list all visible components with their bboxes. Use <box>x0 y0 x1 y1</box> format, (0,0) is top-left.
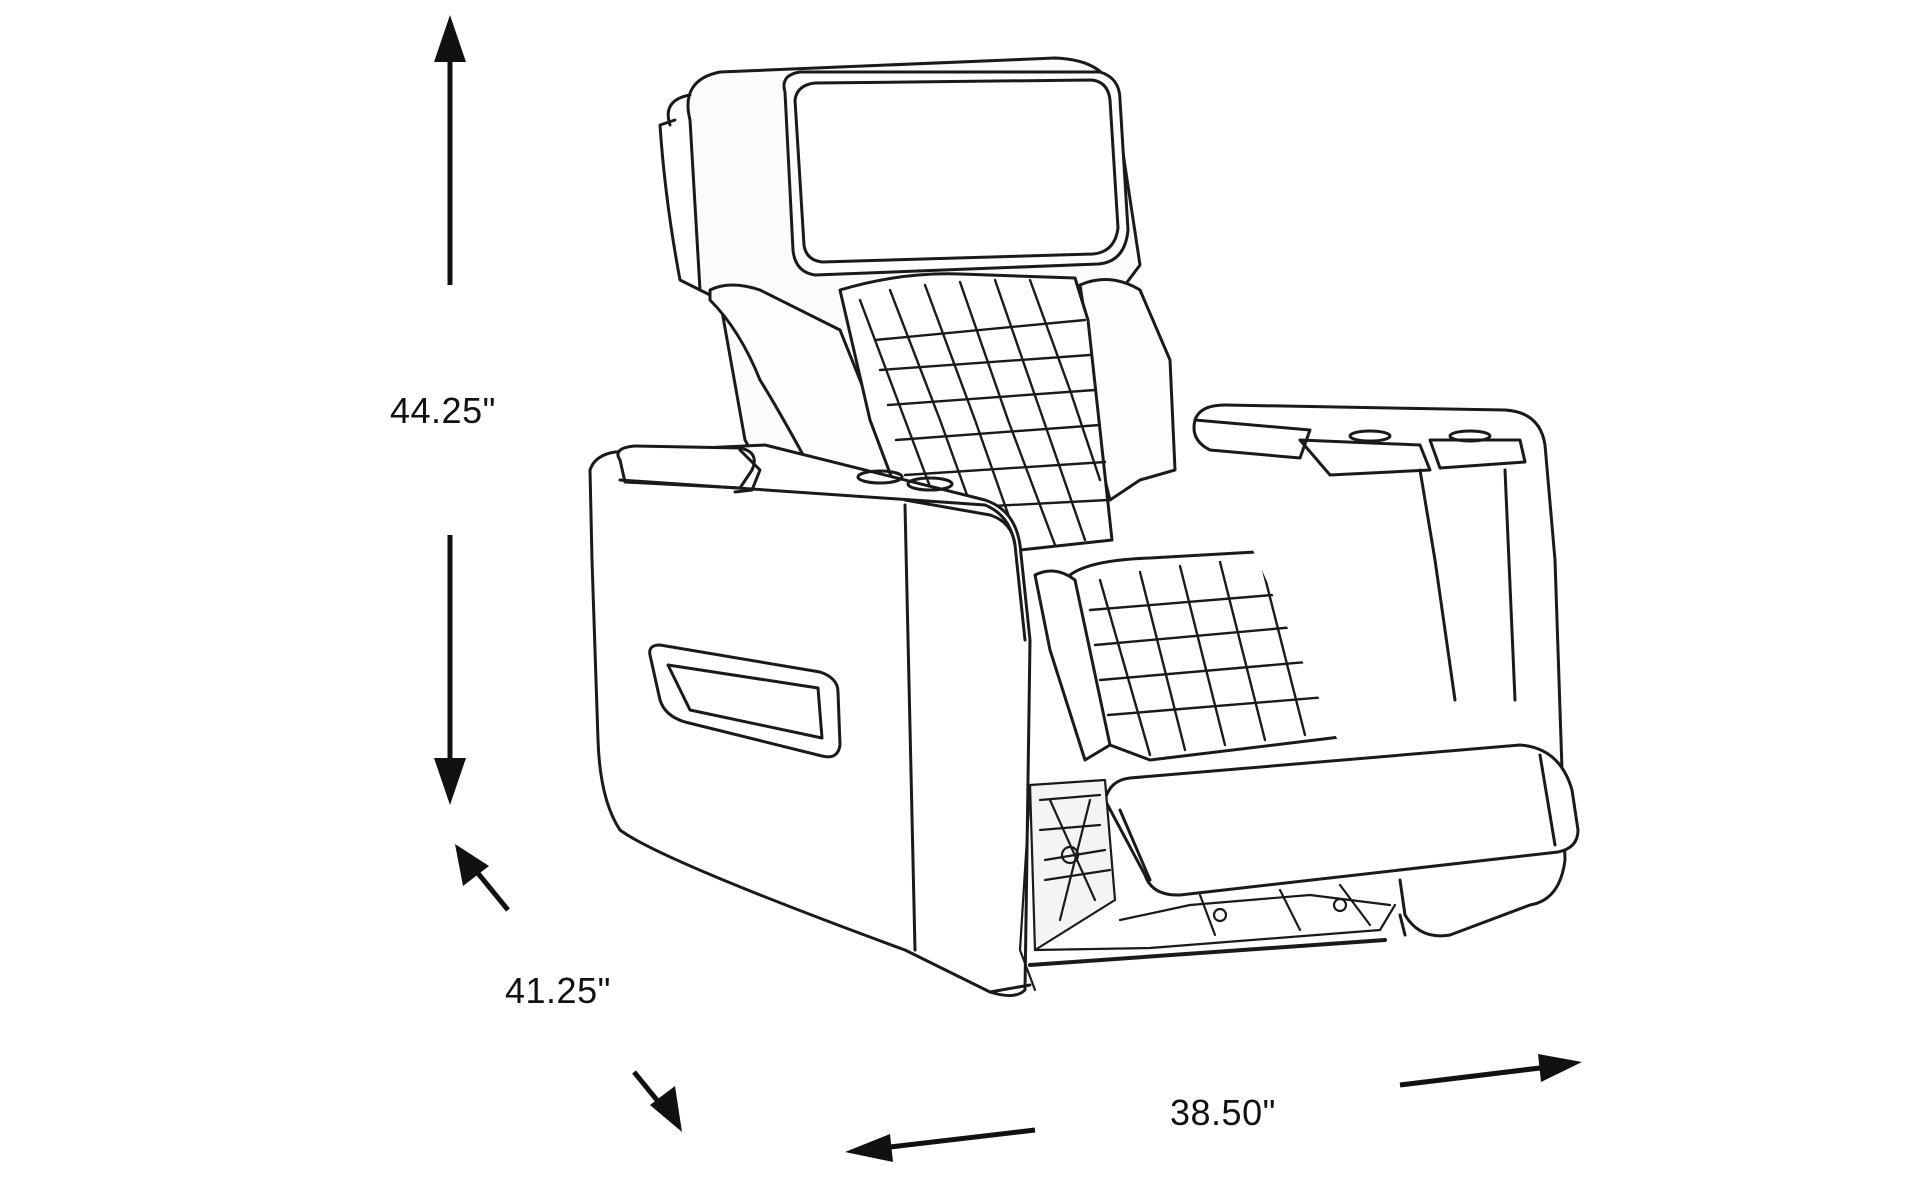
depth-arrow <box>455 844 682 1132</box>
width-arrow <box>845 1054 1582 1162</box>
height-label: 44.25" <box>390 390 496 431</box>
chair <box>588 56 1580 997</box>
height-arrow <box>434 15 466 805</box>
recline-mechanism <box>1018 778 1397 992</box>
footrest <box>1103 743 1580 897</box>
side-pocket <box>648 643 842 759</box>
width-label: 38.50" <box>1170 1092 1276 1133</box>
headrest <box>782 70 1130 277</box>
depth-label: 41.25" <box>505 970 611 1011</box>
